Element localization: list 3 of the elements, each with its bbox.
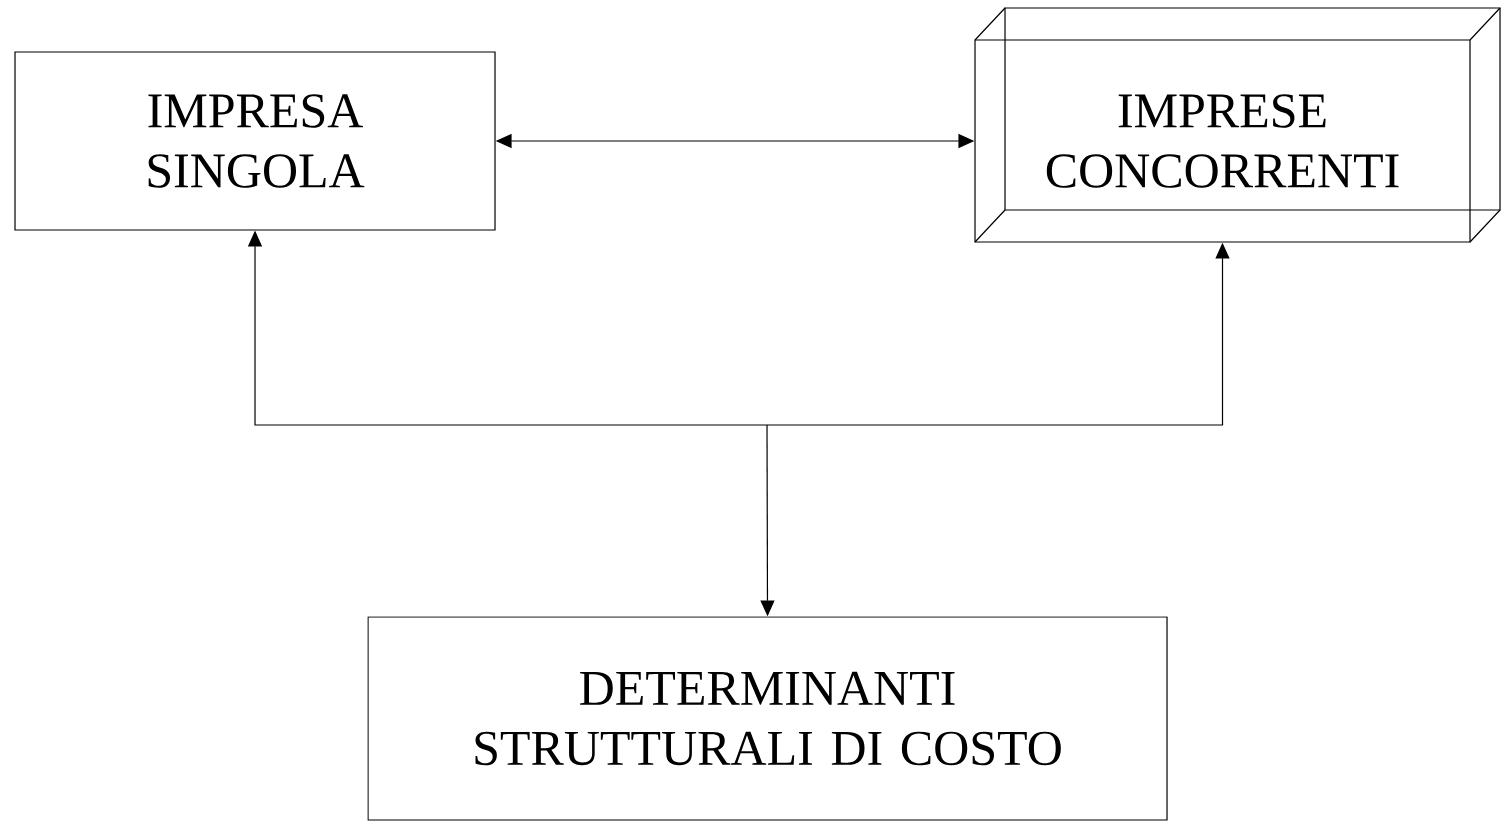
- process-box: IMPRESA SINGOLA: [14, 51, 496, 231]
- box-3d: IMPRESE CONCORRENTI: [974, 7, 1501, 243]
- process-box: DETERMINANTI STRUTTURALI DI COSTO: [367, 616, 1168, 821]
